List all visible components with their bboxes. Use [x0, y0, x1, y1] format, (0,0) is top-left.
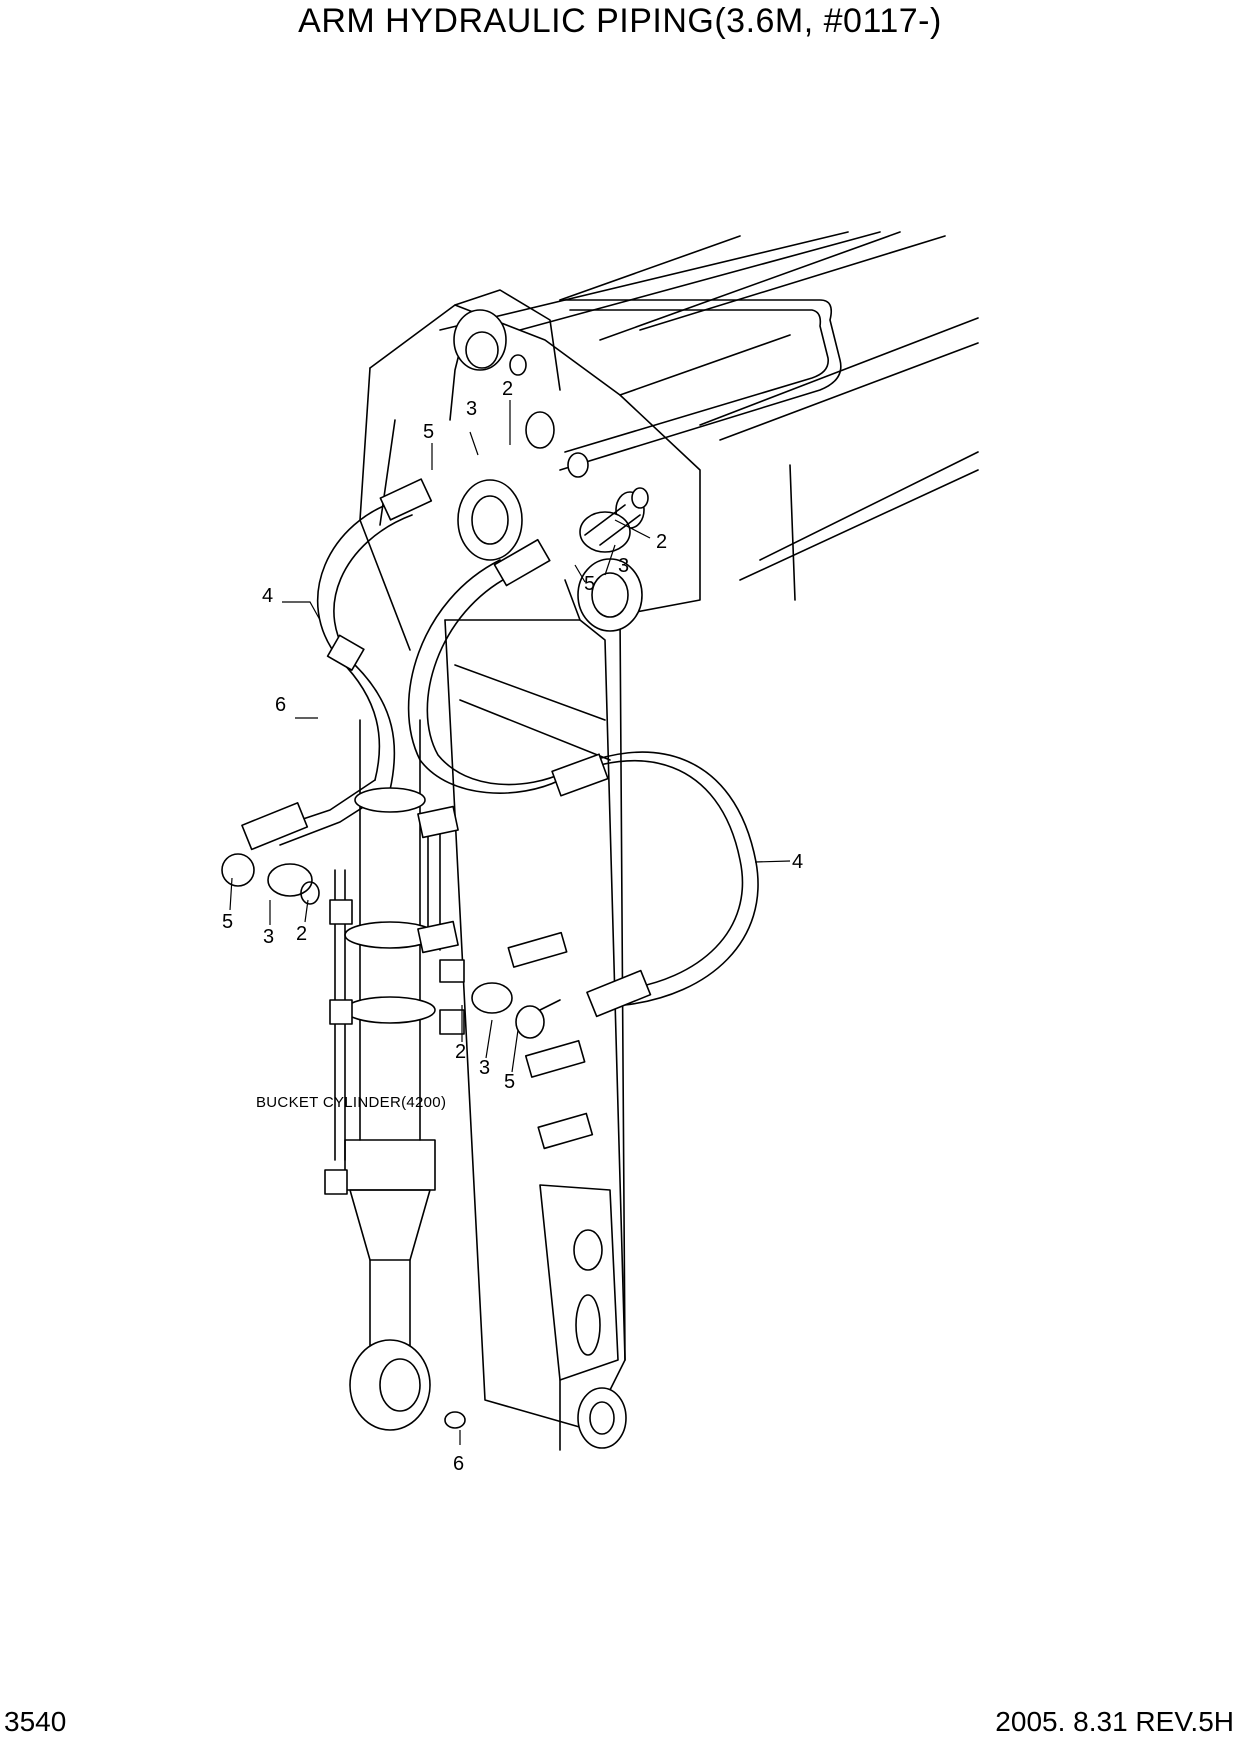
callout-3: 3: [618, 555, 629, 577]
hose-right-loop: [407, 538, 759, 1039]
revision-stamp: 2005. 8.31 REV.5H: [995, 1706, 1234, 1737]
callout-6: 6: [453, 1453, 464, 1475]
callout-5: 5: [222, 911, 233, 933]
hose-left-loop: [221, 478, 433, 905]
upper-fittings: [525, 411, 649, 553]
callout-5: 5: [584, 573, 595, 595]
callout-3: 3: [466, 398, 477, 420]
callout-3: 3: [263, 926, 274, 948]
callout-2: 2: [502, 378, 513, 400]
boom-structure: [439, 231, 979, 601]
callout-2: 2: [455, 1041, 466, 1063]
callout-leaders: [229, 400, 791, 1445]
page-title: ARM HYDRAULIC PIPING(3.6M, #0117-): [298, 2, 942, 40]
bucket-cylinder-label: BUCKET CYLINDER(4200): [256, 1094, 446, 1111]
arm-body: [359, 289, 701, 1451]
callout-4: 4: [792, 851, 803, 873]
callout-6: 6: [275, 694, 286, 716]
callout-3: 3: [479, 1057, 490, 1079]
page-number: 3540: [4, 1706, 67, 1737]
callout-5: 5: [423, 421, 434, 443]
callout-5: 5: [504, 1071, 515, 1093]
bucket-cylinder: [324, 719, 466, 1431]
callout-2: 2: [656, 531, 667, 553]
callout-4: 4: [262, 585, 273, 607]
callout-2: 2: [296, 923, 307, 945]
